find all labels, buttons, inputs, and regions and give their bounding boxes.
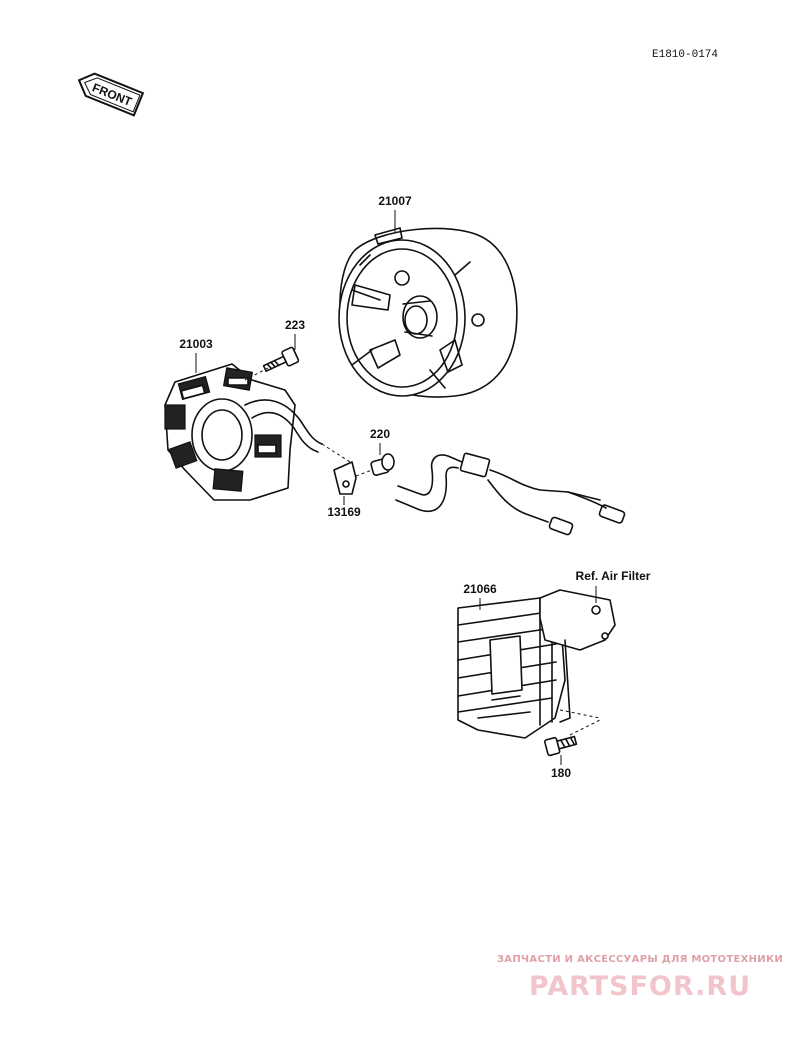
part-label-flywheel: 21007	[378, 194, 412, 208]
diagram-code: E1810-0174	[652, 49, 718, 61]
stator-coil	[164, 363, 323, 501]
part-label-stator: 21003	[179, 337, 213, 351]
flywheel-rotor	[338, 227, 518, 398]
front-arrow-icon: FRONT	[77, 72, 145, 117]
part-label-plate: 13169	[327, 505, 361, 519]
air-filter-bracket	[539, 586, 616, 723]
regulator-bolt	[543, 735, 578, 757]
watermark-tagline: ЗАПЧАСТИ И АКСЕССУАРЫ ДЛЯ МОТОТЕХНИКИ	[497, 954, 783, 965]
watermark-brand: PARTSFOR.RU	[529, 971, 751, 1002]
reference-label: Ref. Air Filter	[576, 569, 651, 583]
part-label-stator-bolt: 223	[285, 318, 305, 332]
part-label-grommet: 220	[370, 427, 390, 441]
part-label-regulator-bolt: 180	[551, 766, 571, 780]
grommet	[355, 453, 395, 477]
wire-clamp-plate	[333, 461, 357, 495]
wire-harness	[395, 452, 626, 536]
part-label-regulator: 21066	[463, 582, 497, 596]
regulator-rectifier	[457, 597, 566, 739]
stator-bolt	[262, 346, 300, 372]
